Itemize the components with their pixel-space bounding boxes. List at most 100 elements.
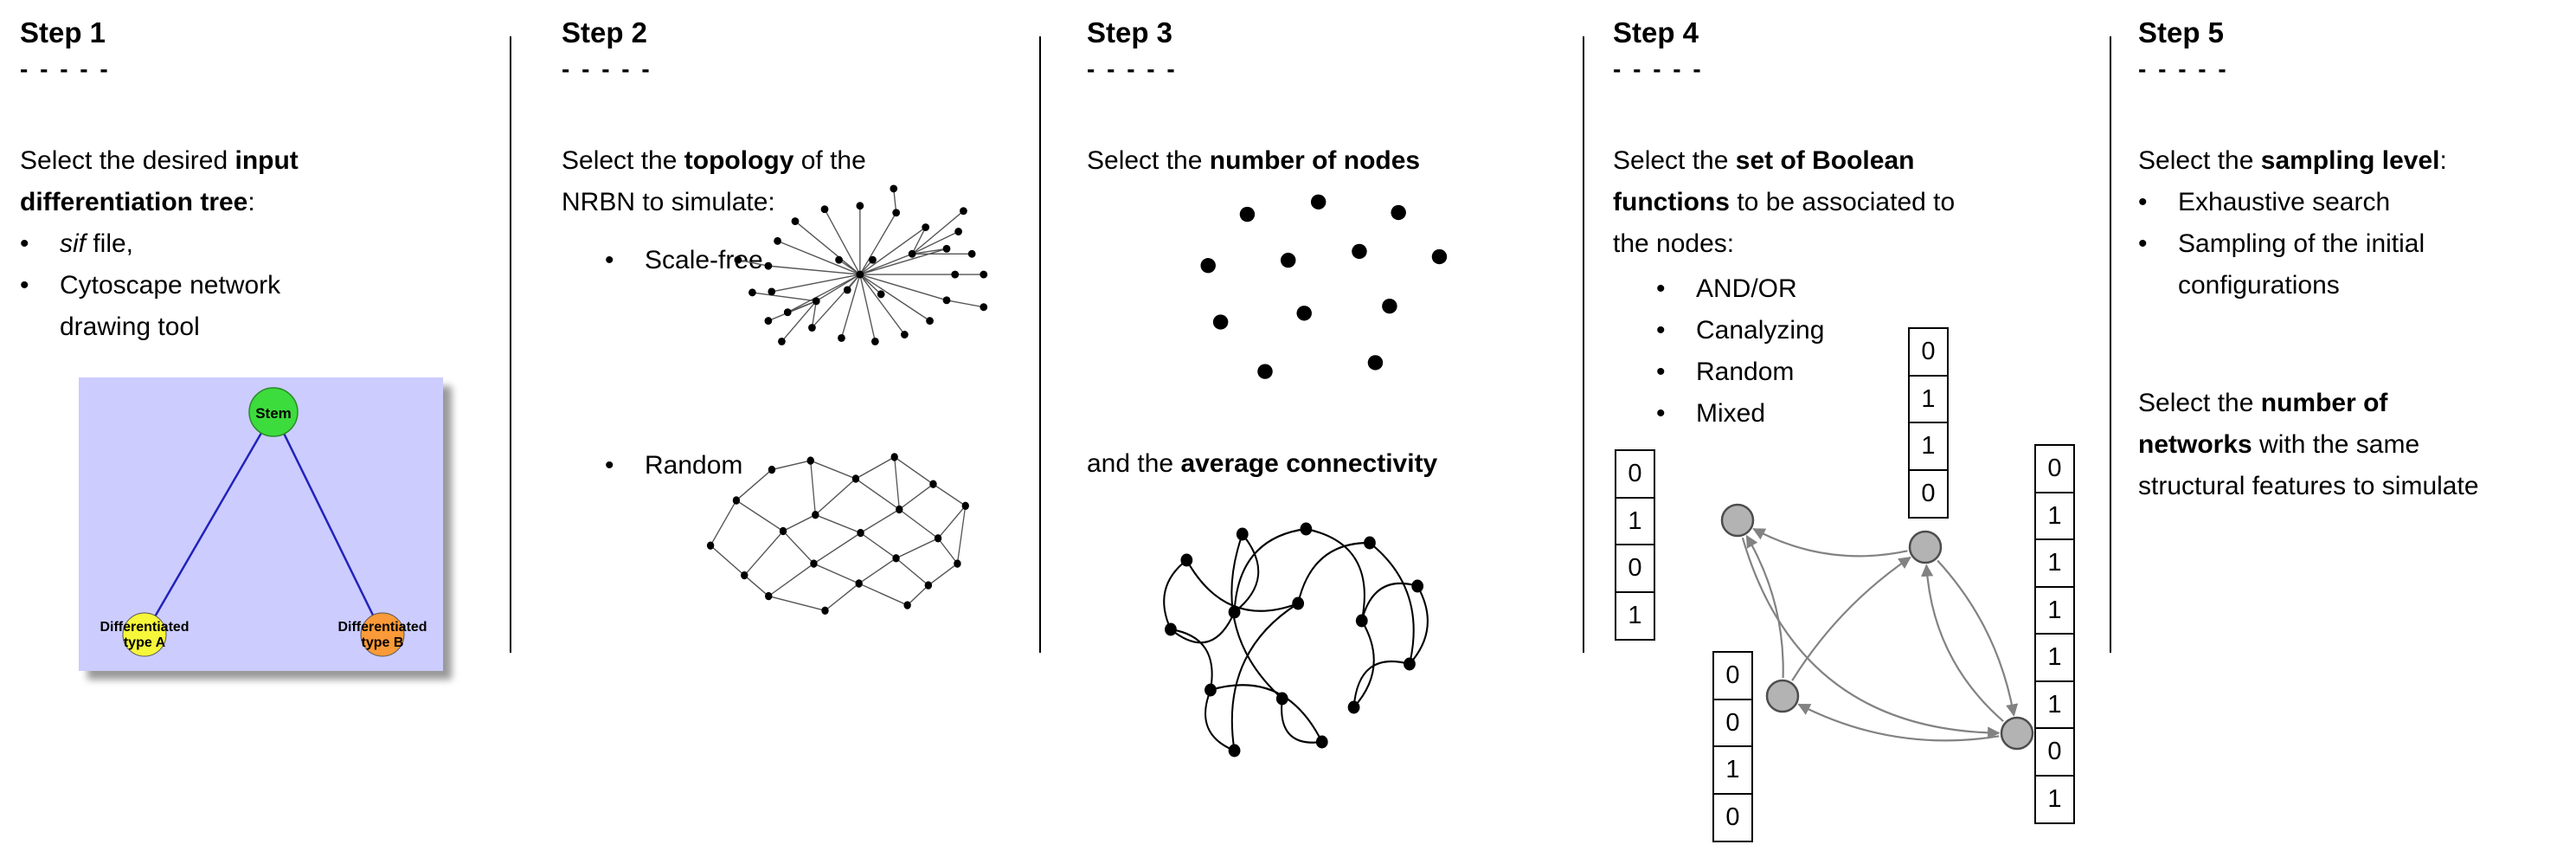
step-2-panel: Step 2 - - - - - Select the topology of … — [562, 12, 1020, 848]
bullet-text: Canalyzing — [1696, 316, 1825, 345]
graph-node — [954, 228, 962, 235]
column-divider — [510, 36, 511, 653]
graph-edge — [1791, 556, 1911, 681]
graph-node — [810, 559, 818, 568]
graph-node — [856, 270, 864, 279]
graph-edge — [710, 545, 745, 577]
tree-edge — [272, 411, 384, 635]
graph-edge — [933, 483, 967, 506]
truth-table-cell: 0 — [1615, 449, 1655, 499]
graph-node — [768, 287, 776, 296]
graph-edge — [810, 461, 816, 515]
graph-node — [890, 184, 898, 193]
graph-edge — [813, 532, 861, 564]
step-4-panel: Step 4 - - - - - Select the set of Boole… — [1613, 12, 2097, 848]
truth-table-cell: 1 — [2034, 491, 2075, 541]
graph-edge — [1163, 559, 1187, 630]
truth-table-cell: 1 — [1908, 422, 1949, 471]
graph-node — [951, 270, 960, 279]
scale-free-network-graphic — [734, 184, 988, 345]
type-a-label-line1: Differentiated — [100, 620, 189, 635]
graph-edge — [1230, 603, 1299, 751]
graph-edge — [824, 209, 861, 275]
graph-node — [1257, 364, 1273, 379]
truth-table-cell: 1 — [2034, 680, 2075, 730]
graph-node — [908, 249, 916, 258]
bullet-item: • sif file, — [20, 223, 314, 265]
graph-node — [1228, 744, 1241, 758]
bullet-marker: • — [2138, 229, 2148, 258]
graph-edge — [825, 583, 860, 611]
step-5-title: Step 5 — [2138, 16, 2225, 48]
step-5-bullet-list: • Exhaustive search • Sampling of the in… — [2138, 182, 2502, 306]
graph-node — [924, 581, 933, 590]
step-1-panel: Step 1 - - - - - Select the desired inpu… — [20, 12, 491, 848]
random-network-graphic — [706, 453, 969, 615]
graph-node — [812, 297, 820, 306]
graph-edge — [1233, 533, 1260, 613]
graph-node — [778, 337, 786, 345]
graph-node — [764, 261, 773, 270]
graph-edge — [1745, 534, 1784, 679]
graph-edge — [1230, 533, 1283, 699]
graph-edge — [1741, 537, 2001, 739]
graph-node — [768, 465, 776, 474]
graph-edge — [771, 274, 860, 293]
graph-edge — [896, 538, 939, 559]
graph-node — [734, 255, 742, 264]
step-5-panel: Step 5 - - - - - Select the sampling lev… — [2138, 12, 2571, 848]
graph-node — [1275, 692, 1288, 706]
graph-node — [765, 591, 773, 601]
graph-edge — [946, 300, 984, 308]
type-b-node — [360, 612, 405, 657]
graph-node — [1355, 614, 1368, 628]
graph-edge — [860, 532, 896, 559]
graph-node — [1347, 700, 1360, 714]
graph-edge — [859, 274, 948, 301]
graph-edge — [737, 259, 769, 267]
graph-node — [922, 223, 930, 231]
column-divider — [1583, 36, 1584, 653]
graph-node — [838, 333, 845, 342]
graph-node — [903, 601, 911, 609]
graph-node — [1165, 622, 1177, 636]
graph-edge — [911, 230, 959, 255]
bullet-marker: • — [2138, 188, 2148, 216]
graph-edge — [743, 530, 784, 577]
graph-edge — [710, 500, 737, 546]
graph-edge — [859, 274, 877, 342]
graph-node — [934, 534, 942, 543]
graph-node — [967, 249, 976, 258]
graph-edge — [858, 583, 908, 606]
bullet-marker: • — [1656, 358, 1666, 386]
truth-table-cell: 0 — [1712, 651, 1753, 700]
graph-edge — [768, 265, 860, 275]
graph-node — [791, 217, 800, 226]
graph-edge — [777, 240, 861, 275]
graph-node — [1908, 530, 1943, 564]
graph-edge — [859, 212, 897, 275]
graph-edge — [911, 210, 964, 255]
graph-edge — [928, 563, 958, 586]
step-4-dashes: - - - - - — [1613, 55, 1704, 82]
type-b-label-line2: type B — [362, 635, 404, 650]
bullet-item: • Random — [605, 445, 864, 487]
bullet-text: Random — [645, 451, 743, 480]
graph-node — [2000, 716, 2034, 751]
graph-edge — [907, 584, 929, 606]
graph-edge — [1369, 542, 1415, 665]
graph-node — [1292, 596, 1305, 610]
step-3-instruction-connectivity: and the average connectivity — [1087, 449, 1438, 478]
graph-edge — [1170, 611, 1236, 644]
graph-node — [1204, 683, 1217, 697]
graph-node — [1228, 605, 1241, 619]
bullet-item: • Random — [1656, 351, 1924, 393]
graph-node — [806, 456, 814, 465]
graph-edge — [768, 563, 814, 597]
